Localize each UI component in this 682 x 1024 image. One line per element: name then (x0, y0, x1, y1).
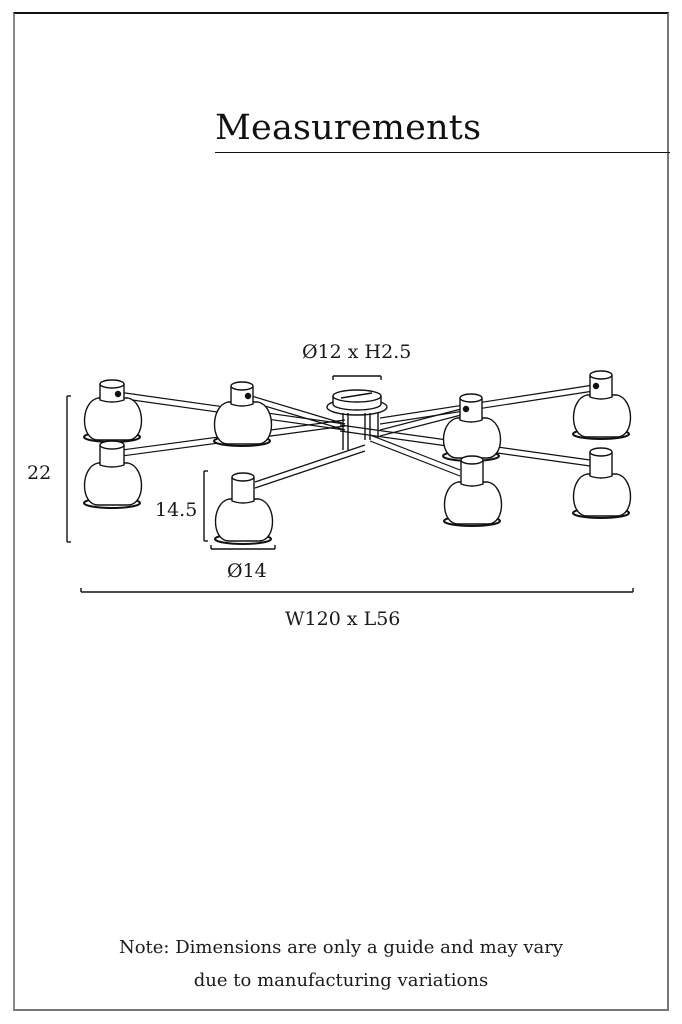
title-underline (215, 152, 670, 153)
overall-height-label: 22 (27, 462, 52, 484)
shade-7 (443, 455, 503, 527)
shade-diameter-dimension-line (210, 545, 276, 550)
shade-height-dimension-line (203, 470, 208, 542)
canopy (326, 389, 388, 450)
height-dimension-line (66, 395, 71, 543)
shade-1 (83, 379, 143, 443)
shade-6 (572, 370, 632, 440)
shade-2 (213, 381, 273, 447)
shade-diameter-label: Ø14 (227, 560, 267, 582)
page-frame (13, 12, 669, 1011)
width-dimension-line (80, 588, 634, 593)
shade-3 (83, 440, 143, 509)
page-title: Measurements (215, 108, 482, 148)
shade-8 (572, 447, 632, 519)
overall-width-length-label: W120 x L56 (285, 608, 401, 630)
disclaimer-note-line-2: due to manufacturing variations (193, 970, 489, 991)
shade-4 (214, 472, 274, 545)
canopy-dimension-line (332, 375, 382, 380)
shade-5 (442, 393, 502, 462)
shade-height-label: 14.5 (155, 499, 198, 521)
disclaimer-note-line-1: Note: Dimensions are only a guide and ma… (118, 937, 564, 958)
canopy-dimension-label: Ø12 x H2.5 (302, 341, 412, 363)
